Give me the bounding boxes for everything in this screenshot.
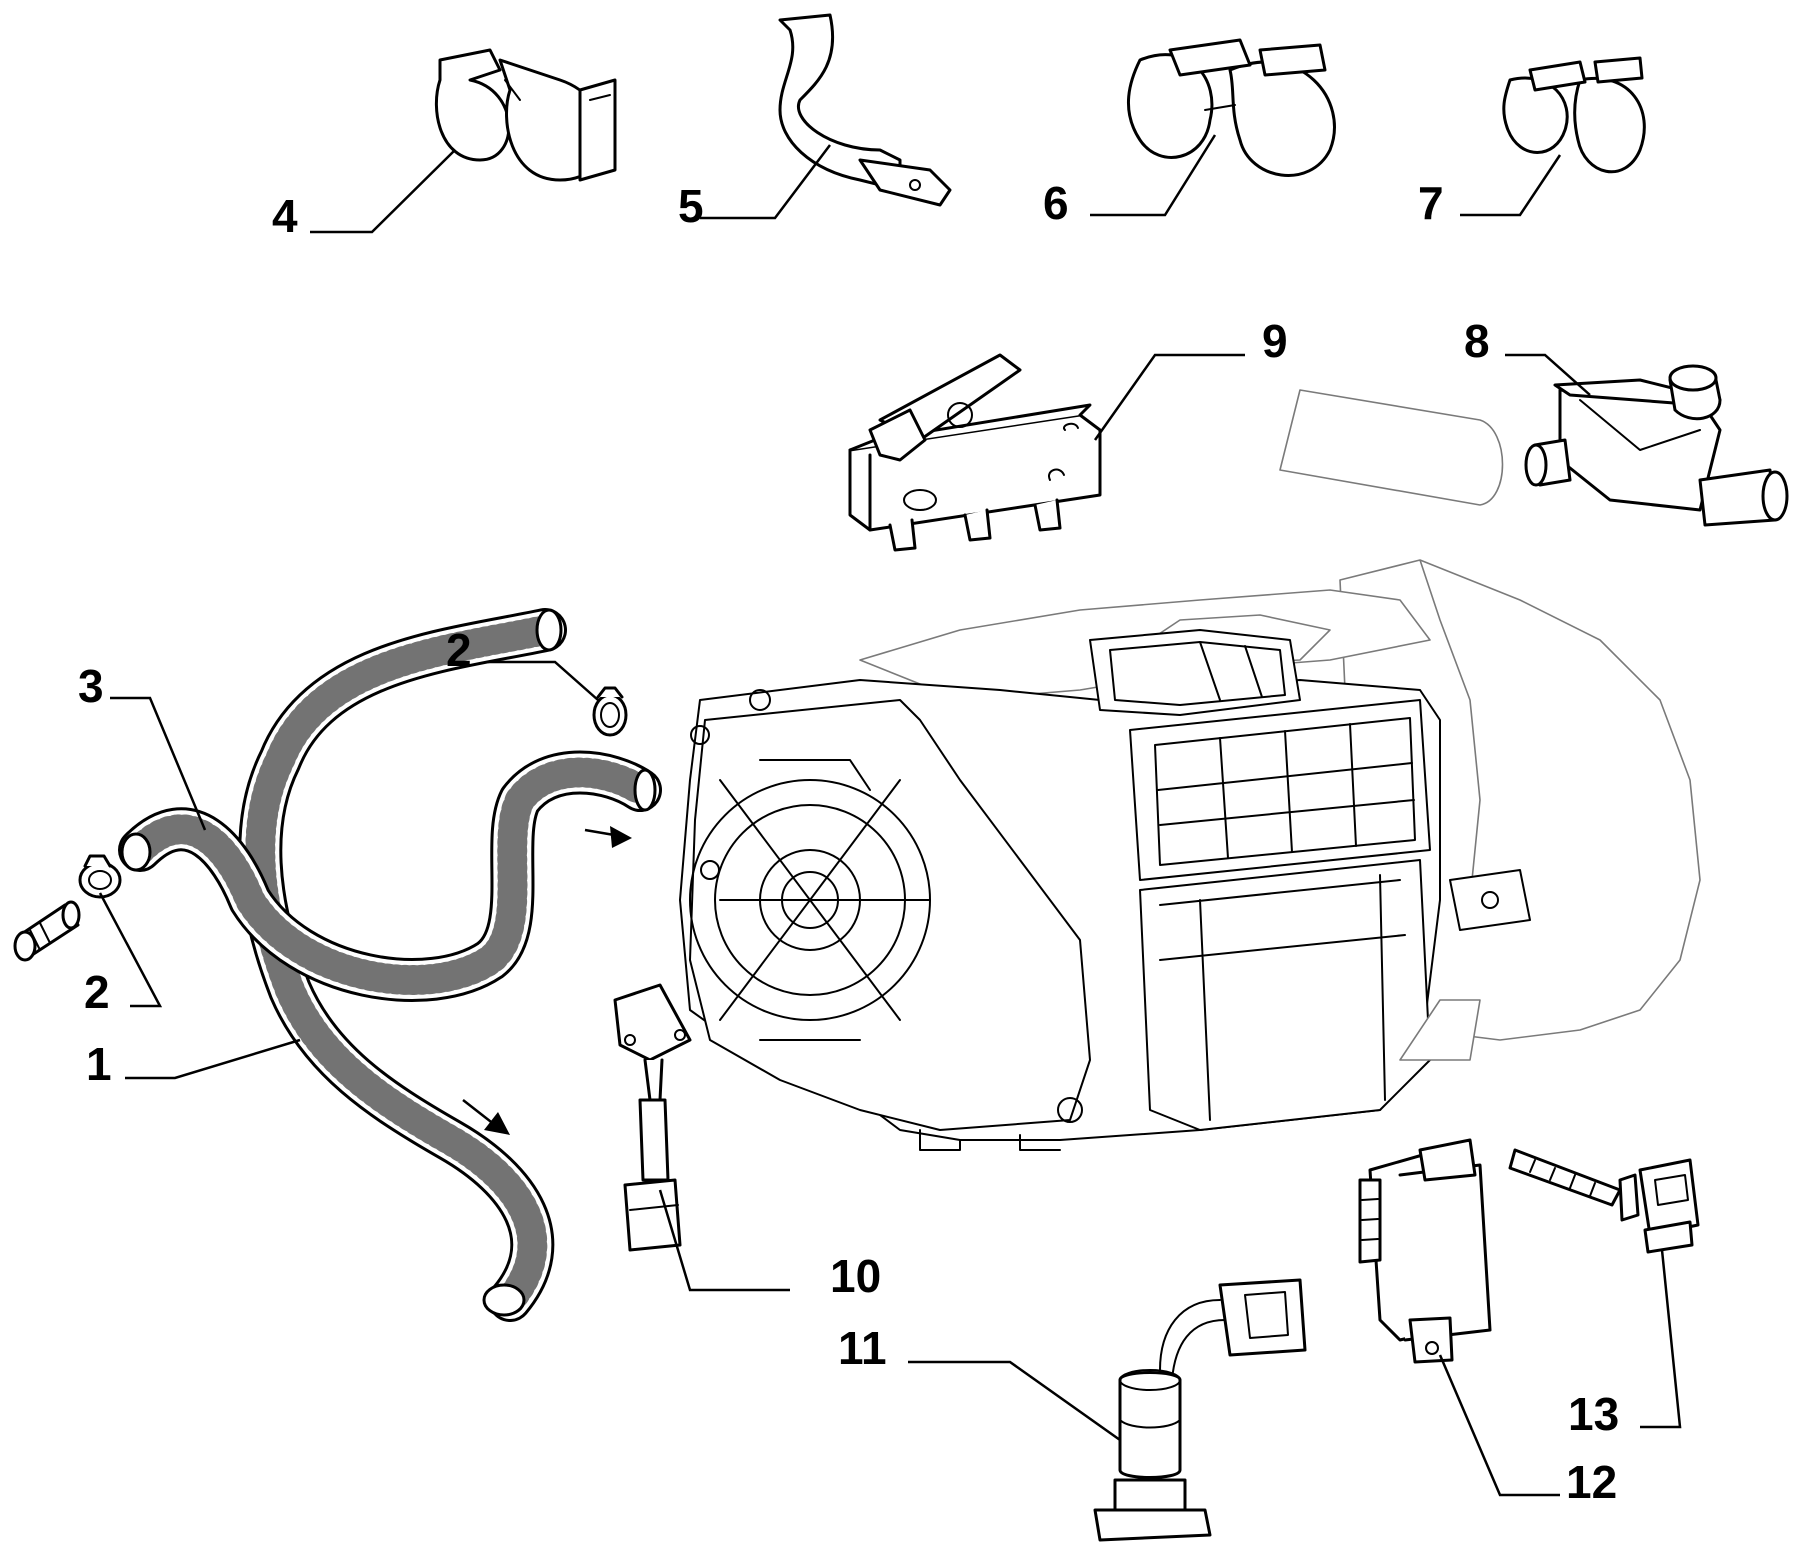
actuator-12 — [1358, 1138, 1492, 1364]
clip-6 — [1126, 38, 1336, 177]
callout-10: 10 — [830, 1250, 881, 1302]
valve-8 — [1524, 364, 1789, 527]
hose-clamp-lower — [78, 854, 122, 899]
callout-labels: 4 5 6 7 9 8 2 3 2 1 10 11 13 12 — [78, 177, 1619, 1508]
callout-8: 8 — [1464, 315, 1490, 367]
heater-housing-assembly — [679, 559, 1701, 1151]
hose-clamp-upper — [592, 686, 628, 737]
callout-2-upper: 2 — [446, 624, 472, 676]
background-cylinder — [1279, 389, 1504, 506]
callout-12: 12 — [1566, 1456, 1617, 1508]
sensor-13 — [1508, 1148, 1700, 1254]
clip-4 — [434, 48, 617, 182]
callout-2-lower: 2 — [84, 966, 110, 1018]
callout-5: 5 — [678, 180, 704, 232]
pipe-fitting — [13, 900, 81, 962]
callout-3: 3 — [78, 660, 104, 712]
sensor-11 — [1093, 1278, 1307, 1542]
callout-4: 4 — [272, 190, 298, 242]
callout-13: 13 — [1568, 1388, 1619, 1440]
callout-1: 1 — [86, 1038, 112, 1090]
flow-arrow-bottom — [462, 1099, 510, 1135]
hose-3 — [118, 750, 662, 1002]
callout-11: 11 — [838, 1322, 887, 1374]
microswitch-9 — [848, 353, 1102, 552]
hose-1 — [238, 608, 567, 1322]
sensor-10 — [613, 983, 692, 1252]
clip-7 — [1502, 56, 1646, 174]
callout-9: 9 — [1262, 315, 1288, 367]
callout-7: 7 — [1418, 177, 1444, 229]
callout-6: 6 — [1043, 177, 1069, 229]
clip-5 — [778, 13, 952, 207]
leader-lines — [98, 134, 1682, 1497]
flow-arrow-top — [584, 826, 632, 848]
